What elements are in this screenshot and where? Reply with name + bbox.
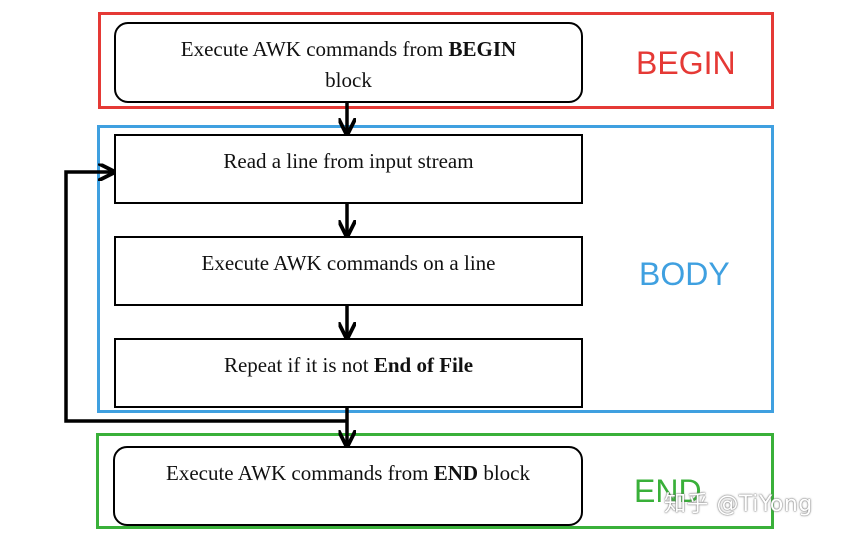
repeat-step-keyword: End of File bbox=[373, 353, 474, 377]
end-step-keyword: END bbox=[433, 461, 479, 485]
end-step-text-suffix: block bbox=[478, 461, 530, 485]
loop-back-arrow bbox=[64, 172, 347, 423]
repeat-step-text: Repeat if it is not bbox=[223, 353, 374, 377]
begin-step-text: Execute AWK commands from bbox=[180, 37, 449, 61]
watermark: 知乎 @TiYong bbox=[664, 492, 813, 517]
read-line-step-box: Read a line from input stream bbox=[114, 134, 583, 204]
begin-section-label: BEGIN bbox=[636, 45, 736, 81]
execute-line-step-box: Execute AWK commands on a line bbox=[114, 236, 583, 306]
begin-section bbox=[98, 12, 774, 109]
end-section bbox=[96, 433, 774, 529]
begin-step-box: Execute AWK commands from BEGIN block bbox=[114, 22, 583, 103]
execute-line-step-text: Execute AWK commands on a line bbox=[201, 251, 496, 275]
body-section bbox=[97, 125, 774, 413]
repeat-step-box: Repeat if it is not End of File bbox=[114, 338, 583, 408]
read-line-step-text: Read a line from input stream bbox=[223, 149, 474, 173]
body-section-label: BODY bbox=[639, 256, 730, 292]
begin-step-text-line2: block bbox=[325, 68, 372, 92]
begin-step-keyword: BEGIN bbox=[448, 37, 517, 61]
end-section-label: END bbox=[634, 473, 702, 509]
end-step-text: Execute AWK commands from bbox=[166, 461, 434, 485]
end-step-box: Execute AWK commands from END block bbox=[113, 446, 583, 526]
